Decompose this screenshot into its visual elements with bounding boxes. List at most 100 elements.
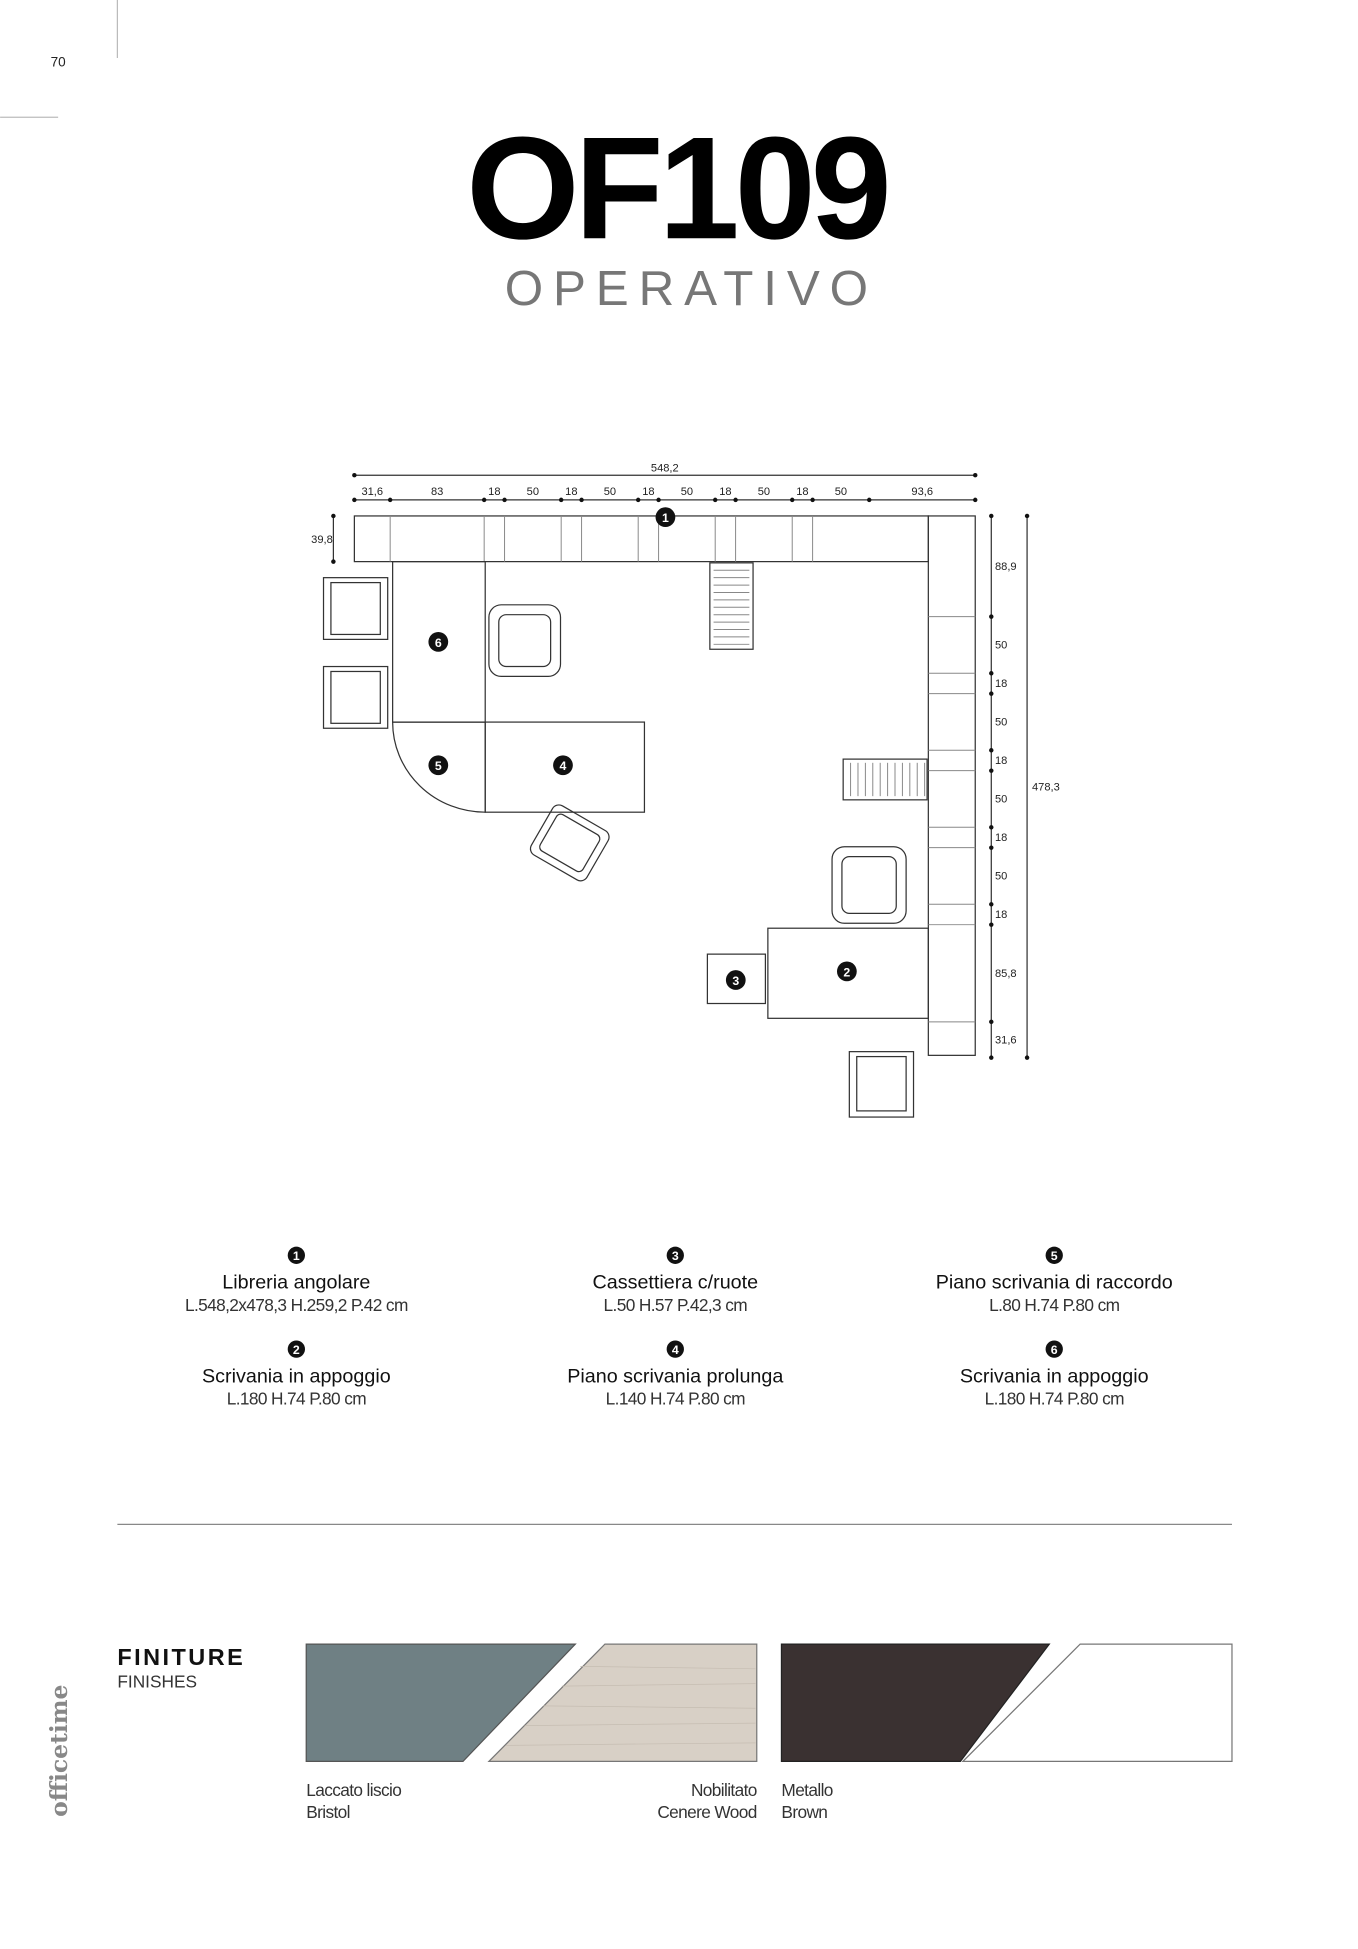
dimension-label-top: 50 bbox=[681, 486, 693, 498]
legend-6-name: Scrivania in appoggio bbox=[960, 1365, 1149, 1387]
legend-6-number: 6 bbox=[1051, 1343, 1058, 1357]
library-ladder-horizontal bbox=[842, 758, 928, 801]
dimension-tick bbox=[973, 497, 978, 503]
swatch-bristol bbox=[305, 1643, 577, 1762]
marker-6-badge bbox=[428, 631, 449, 652]
marker-6-number: 6 bbox=[435, 636, 442, 650]
dimension-label-right: 18 bbox=[995, 909, 1007, 921]
legend-4-badge bbox=[666, 1340, 684, 1358]
legend-3-name: Cassettiera c/ruote bbox=[592, 1272, 758, 1294]
legend-2-name: Scrivania in appoggio bbox=[202, 1365, 391, 1387]
drawer-unit-3 bbox=[706, 953, 767, 1005]
dimension-tick bbox=[331, 513, 336, 519]
dimension-tick bbox=[989, 922, 994, 927]
dimension-tick bbox=[387, 497, 393, 503]
visitor-chair-1 bbox=[322, 577, 389, 640]
dimension-tick bbox=[867, 497, 872, 503]
bookcase-corner bbox=[927, 515, 976, 1056]
dimension-tick bbox=[989, 513, 994, 519]
marker-5-badge bbox=[428, 755, 449, 776]
swatch-label-2-line2: Cenere Wood bbox=[657, 1802, 756, 1822]
dimension-label-top: 50 bbox=[835, 486, 847, 498]
wood-grain bbox=[506, 1665, 756, 1746]
legend-2-dims: L.180 H.74 P.80 cm bbox=[227, 1389, 366, 1409]
dimension-label-top: 18 bbox=[642, 486, 654, 498]
swatch-label-2-line1: Nobilitato bbox=[691, 1780, 757, 1800]
legend-3-dims: L.50 H.57 P.42,3 cm bbox=[604, 1295, 748, 1315]
office-chair-1 bbox=[488, 604, 562, 678]
marker-5-number: 5 bbox=[435, 759, 442, 773]
dimension-label-right: 50 bbox=[995, 640, 1007, 652]
page-number: 70 bbox=[51, 55, 67, 70]
legend-5-number: 5 bbox=[1051, 1249, 1058, 1263]
dimension-tick bbox=[733, 497, 738, 503]
legend-5-badge bbox=[1045, 1246, 1063, 1264]
dimension-label-total-width: 548,2 bbox=[651, 463, 679, 475]
dimension-tick bbox=[579, 497, 584, 503]
swatch-label-3-line2: Brown bbox=[781, 1802, 827, 1822]
legend-3-number: 3 bbox=[672, 1249, 679, 1263]
dimension-label-right: 88,9 bbox=[995, 561, 1017, 573]
dimension-label-depth: 39,8 bbox=[311, 534, 333, 546]
legend-5-name: Piano scrivania di raccordo bbox=[936, 1272, 1173, 1294]
dimension-tick bbox=[989, 614, 994, 619]
dimension-label-total-depth: 478,3 bbox=[1032, 782, 1060, 794]
dimension-label-top: 31,6 bbox=[361, 486, 383, 498]
dimension-tick bbox=[789, 497, 795, 503]
dimension-tick bbox=[989, 691, 994, 696]
legend-1-dims: L.548,2x478,3 H.259,2 P.42 cm bbox=[185, 1295, 408, 1315]
legend-1-name: Libreria angolare bbox=[222, 1272, 370, 1294]
finishes-subtitle: FINISHES bbox=[117, 1671, 197, 1691]
swatch-label-1-line2: Bristol bbox=[306, 1802, 350, 1822]
page-title: OF109 bbox=[466, 106, 887, 269]
dimension-label-top: 18 bbox=[488, 486, 500, 498]
dimension-tick bbox=[989, 768, 994, 773]
marker-4-badge bbox=[553, 755, 573, 776]
brand-logo: officetime bbox=[45, 1685, 73, 1817]
library-ladder-vertical bbox=[709, 562, 754, 650]
legend-6-dims: L.180 H.74 P.80 cm bbox=[985, 1389, 1124, 1409]
office-chair-3 bbox=[831, 846, 907, 924]
swatch-white bbox=[961, 1643, 1233, 1762]
dimension-tick bbox=[502, 497, 507, 503]
ladder-frame bbox=[709, 562, 754, 650]
marker-4-number: 4 bbox=[560, 759, 567, 773]
legend-4-name: Piano scrivania prolunga bbox=[567, 1365, 783, 1387]
dimension-label-right: 18 bbox=[995, 832, 1007, 844]
bookcase-modules bbox=[389, 515, 976, 1023]
dimension-label-right: 18 bbox=[995, 678, 1007, 690]
dimension-tick bbox=[973, 472, 978, 478]
visitor-chair-3 bbox=[848, 1051, 915, 1118]
dimension-tick bbox=[1024, 1055, 1030, 1060]
finishes-title: FINITURE bbox=[117, 1644, 245, 1670]
dimension-label-top: 83 bbox=[431, 486, 443, 498]
legend-1-badge bbox=[287, 1246, 305, 1264]
dimension-tick bbox=[331, 559, 336, 564]
dimension-label-top: 50 bbox=[527, 486, 539, 498]
dimension-label-top: 18 bbox=[719, 486, 731, 498]
swatch-label-1-line1: Laccato liscio bbox=[306, 1780, 401, 1800]
ladder-frame bbox=[842, 758, 928, 801]
dimension-tick bbox=[558, 497, 564, 503]
marker-3-badge bbox=[725, 970, 746, 990]
legend-5-dims: L.80 H.74 P.80 cm bbox=[989, 1295, 1120, 1315]
dimension-label-right: 50 bbox=[995, 717, 1007, 729]
dimension-tick bbox=[712, 497, 718, 503]
legend-2-number: 2 bbox=[293, 1343, 300, 1357]
dimension-tick bbox=[989, 825, 994, 830]
desk-2 bbox=[767, 927, 929, 1019]
marker-1-number: 1 bbox=[662, 511, 669, 525]
legend-4-dims: L.140 H.74 P.80 cm bbox=[606, 1389, 745, 1409]
dimension-tick bbox=[989, 845, 994, 850]
dimension-tick bbox=[989, 1055, 994, 1060]
bookcase-top-run bbox=[353, 515, 929, 563]
visitor-chair-2 bbox=[322, 665, 389, 729]
swatch-label-3-line1: Metallo bbox=[781, 1780, 832, 1800]
marker-2-badge bbox=[836, 961, 857, 982]
legend-1-number: 1 bbox=[293, 1249, 300, 1263]
